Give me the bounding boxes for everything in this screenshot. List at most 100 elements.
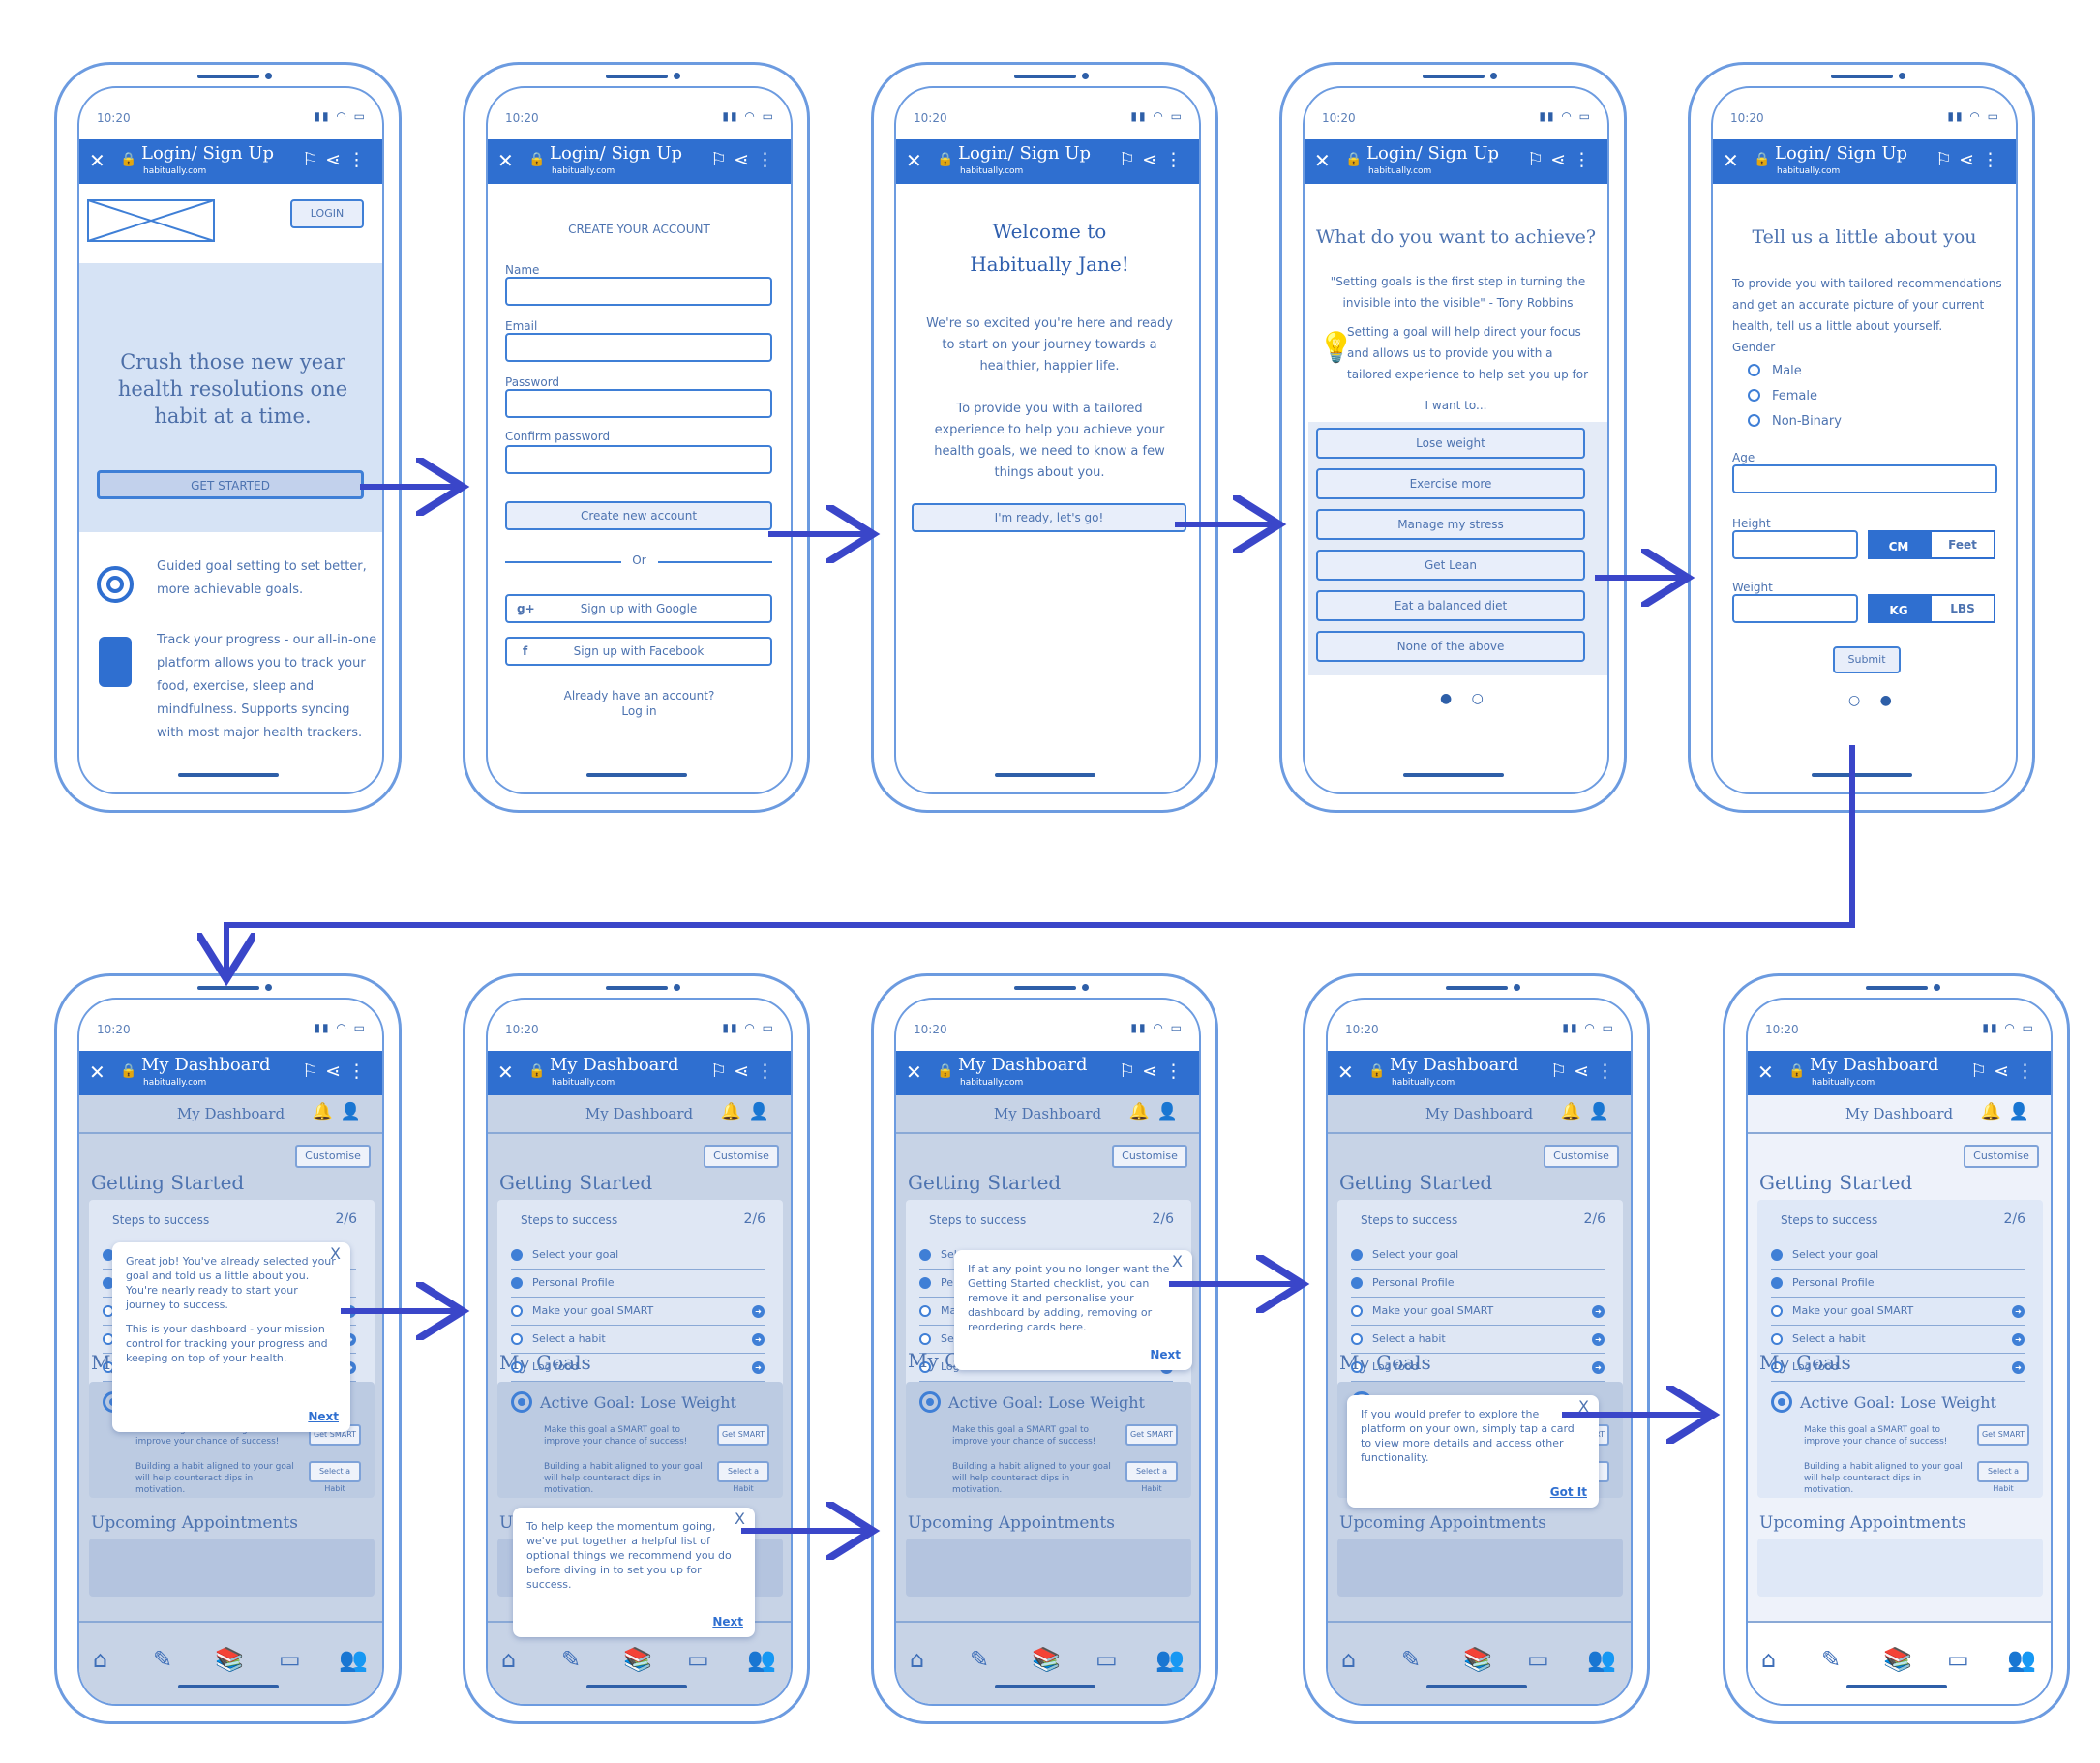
weight-kg-toggle[interactable]: KG bbox=[1868, 594, 1930, 623]
bookmark-share-more-icons[interactable]: ⚐⋖⋮ bbox=[1935, 149, 2006, 170]
customise-button[interactable]: Customise bbox=[295, 1145, 371, 1168]
close-icon[interactable]: ✕ bbox=[497, 1061, 514, 1084]
close-icon[interactable]: ✕ bbox=[1723, 149, 1739, 172]
checklist-step[interactable]: Select a habit➜ bbox=[511, 1327, 765, 1354]
community-icon[interactable]: 👥 bbox=[1155, 1646, 1185, 1673]
appointments-card[interactable] bbox=[1337, 1539, 1623, 1597]
login-button[interactable]: LOGIN bbox=[290, 199, 364, 228]
journal-edit-icon[interactable]: ✎ bbox=[1821, 1646, 1842, 1673]
checklist-step[interactable]: Log food➜ bbox=[511, 1355, 765, 1382]
close-icon[interactable]: X bbox=[1172, 1252, 1183, 1270]
bookmark-share-more-icons[interactable]: ⚐⋖⋮ bbox=[710, 149, 781, 170]
select-habit-button[interactable]: Select a Habit bbox=[1125, 1461, 1178, 1493]
submit-button[interactable]: Submit bbox=[1833, 646, 1901, 673]
close-icon[interactable]: ✕ bbox=[497, 149, 514, 172]
checklist-step[interactable]: Personal Profile bbox=[1351, 1270, 1605, 1298]
bookmark-share-more-icons[interactable]: ⚐⋖⋮ bbox=[302, 149, 373, 170]
get-smart-button[interactable]: Get SMART bbox=[1977, 1424, 2029, 1446]
library-books-icon[interactable]: 📚 bbox=[623, 1646, 652, 1673]
goal-option[interactable]: Manage my stress bbox=[1316, 509, 1585, 540]
goal-option[interactable]: Lose weight bbox=[1316, 428, 1585, 459]
bell-profile-icons[interactable]: 🔔👤 bbox=[720, 1102, 777, 1121]
close-icon[interactable]: ✕ bbox=[89, 1061, 105, 1084]
bell-profile-icons[interactable]: 🔔👤 bbox=[312, 1102, 369, 1121]
bookmark-share-more-icons[interactable]: ⚐⋖⋮ bbox=[1119, 1061, 1189, 1082]
checklist-step[interactable]: Log food➜ bbox=[1351, 1355, 1605, 1382]
get-smart-button[interactable]: Get SMART bbox=[1125, 1424, 1178, 1446]
get-smart-button[interactable]: Get SMART bbox=[717, 1424, 769, 1446]
checklist-step[interactable]: Select a habit➜ bbox=[1351, 1327, 1605, 1354]
weight-lbs-toggle[interactable]: LBS bbox=[1930, 594, 1995, 623]
checklist-step[interactable]: Personal Profile bbox=[511, 1270, 765, 1298]
close-icon[interactable]: X bbox=[1578, 1397, 1589, 1416]
customise-button[interactable]: Customise bbox=[704, 1145, 779, 1168]
gender-male-radio[interactable]: Male bbox=[1748, 364, 1802, 378]
community-icon[interactable]: 👥 bbox=[2007, 1646, 2036, 1673]
journal-edit-icon[interactable]: ✎ bbox=[153, 1646, 173, 1673]
select-habit-button[interactable]: Select a Habit bbox=[309, 1461, 361, 1493]
journal-edit-icon[interactable]: ✎ bbox=[561, 1646, 582, 1673]
goal-option[interactable]: Exercise more bbox=[1316, 468, 1585, 499]
arrow-right-icon[interactable]: ➜ bbox=[752, 1305, 765, 1318]
journal-edit-icon[interactable]: ✎ bbox=[1401, 1646, 1422, 1673]
password-field[interactable] bbox=[505, 389, 772, 418]
checklist-step[interactable]: Select your goal bbox=[1771, 1242, 2025, 1270]
close-icon[interactable]: ✕ bbox=[1337, 1061, 1354, 1084]
library-books-icon[interactable]: 📚 bbox=[1032, 1646, 1061, 1673]
bookmark-share-more-icons[interactable]: ⚐⋖⋮ bbox=[1527, 149, 1598, 170]
get-started-button[interactable]: GET STARTED bbox=[97, 470, 364, 499]
name-field[interactable] bbox=[505, 277, 772, 306]
gender-female-radio[interactable]: Female bbox=[1748, 389, 1817, 403]
arrow-right-icon[interactable]: ➜ bbox=[2012, 1333, 2025, 1346]
next-button[interactable]: Next bbox=[712, 1615, 743, 1629]
arrow-right-icon[interactable]: ➜ bbox=[2012, 1361, 2025, 1374]
home-icon[interactable]: ⌂ bbox=[501, 1646, 517, 1673]
arrow-right-icon[interactable]: ➜ bbox=[2012, 1305, 2025, 1318]
select-habit-button[interactable]: Select a Habit bbox=[717, 1461, 769, 1493]
home-icon[interactable]: ⌂ bbox=[1761, 1646, 1777, 1673]
close-icon[interactable]: ✕ bbox=[1314, 149, 1331, 172]
height-feet-toggle[interactable]: Feet bbox=[1930, 530, 1995, 559]
appointments-card[interactable] bbox=[906, 1539, 1191, 1597]
ready-button[interactable]: I'm ready, let's go! bbox=[912, 503, 1186, 532]
bookmark-share-more-icons[interactable]: ⚐⋖⋮ bbox=[1550, 1061, 1621, 1082]
close-icon[interactable]: X bbox=[330, 1244, 341, 1263]
checklist-step[interactable]: Make your goal SMART➜ bbox=[511, 1299, 765, 1326]
close-icon[interactable]: ✕ bbox=[906, 149, 922, 172]
checklist-step[interactable]: Select a habit➜ bbox=[1771, 1327, 2025, 1354]
age-field[interactable] bbox=[1732, 464, 1997, 493]
community-icon[interactable]: 👥 bbox=[1587, 1646, 1616, 1673]
journal-edit-icon[interactable]: ✎ bbox=[970, 1646, 990, 1673]
bell-profile-icons[interactable]: 🔔👤 bbox=[1128, 1102, 1185, 1121]
close-icon[interactable]: ✕ bbox=[89, 149, 105, 172]
bell-profile-icons[interactable]: 🔔👤 bbox=[1980, 1102, 2037, 1121]
bookmark-share-more-icons[interactable]: ⚐⋖⋮ bbox=[1970, 1061, 2041, 1082]
gender-nonbinary-radio[interactable]: Non-Binary bbox=[1748, 414, 1842, 429]
customise-button[interactable]: Customise bbox=[1964, 1145, 2039, 1168]
customise-button[interactable]: Customise bbox=[1112, 1145, 1187, 1168]
got-it-button[interactable]: Got It bbox=[1549, 1485, 1587, 1499]
home-icon[interactable]: ⌂ bbox=[910, 1646, 925, 1673]
checklist-step[interactable]: Make your goal SMART➜ bbox=[1351, 1299, 1605, 1326]
email-field[interactable] bbox=[505, 333, 772, 362]
calendar-icon[interactable]: ▭ bbox=[279, 1646, 301, 1673]
select-habit-button[interactable]: Select a Habit bbox=[1977, 1461, 2029, 1493]
library-books-icon[interactable]: 📚 bbox=[215, 1646, 244, 1673]
appointments-card[interactable] bbox=[1757, 1539, 2043, 1597]
checklist-step[interactable]: Personal Profile bbox=[1771, 1270, 2025, 1298]
library-books-icon[interactable]: 📚 bbox=[1883, 1646, 1912, 1673]
arrow-right-icon[interactable]: ➜ bbox=[752, 1361, 765, 1374]
community-icon[interactable]: 👥 bbox=[747, 1646, 776, 1673]
close-icon[interactable]: ✕ bbox=[1757, 1061, 1774, 1084]
arrow-right-icon[interactable]: ➜ bbox=[1592, 1361, 1605, 1374]
arrow-right-icon[interactable]: ➜ bbox=[1592, 1305, 1605, 1318]
calendar-icon[interactable]: ▭ bbox=[1095, 1646, 1118, 1673]
create-account-button[interactable]: Create new account bbox=[505, 501, 772, 530]
library-books-icon[interactable]: 📚 bbox=[1463, 1646, 1492, 1673]
home-icon[interactable]: ⌂ bbox=[93, 1646, 108, 1673]
goal-option[interactable]: Eat a balanced diet bbox=[1316, 590, 1585, 621]
bookmark-share-more-icons[interactable]: ⚐⋖⋮ bbox=[1119, 149, 1189, 170]
